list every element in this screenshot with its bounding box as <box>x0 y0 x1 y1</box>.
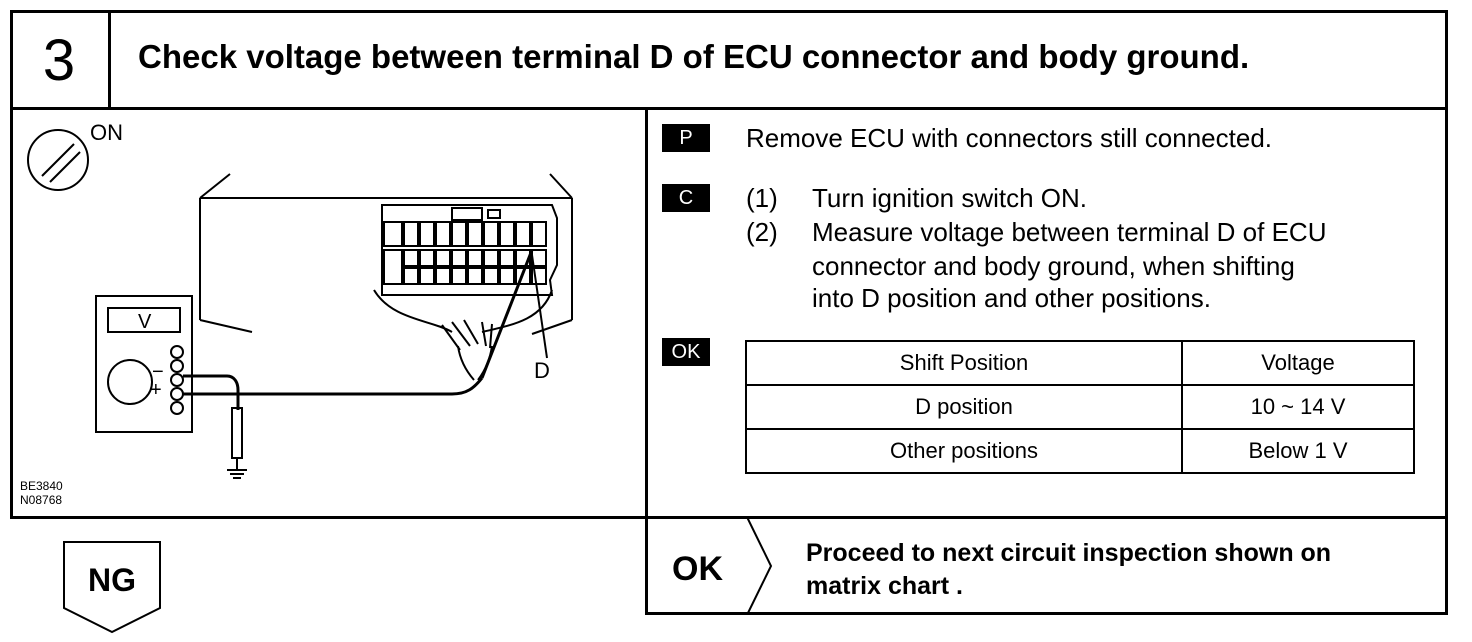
table-row: D position 10 ~ 14 V <box>745 384 1415 430</box>
terminal-d-label: D <box>534 358 550 383</box>
ecu-connector <box>373 204 558 333</box>
step-text: into D position and other positions. <box>812 283 1211 313</box>
figure-code: BE3840 <box>20 479 63 493</box>
ok-outcome-box <box>645 517 1448 615</box>
ng-arrow-shape <box>63 541 161 634</box>
test-probe <box>480 249 548 379</box>
header-divider <box>108 10 111 110</box>
step-num: (2) <box>746 217 778 247</box>
table-cell: D position <box>745 384 1183 430</box>
table-cell: 10 ~ 14 V <box>1181 384 1415 430</box>
prep-badge: P <box>662 124 710 152</box>
ok-text-line: matrix chart . <box>806 572 964 600</box>
ok-instruction: Proceed to next circuit inspection shown… <box>806 537 1331 603</box>
step-number: 3 <box>42 27 76 93</box>
table-cell: Other positions <box>745 428 1183 474</box>
meter-plus-label: + <box>150 379 162 401</box>
table-header: Shift Position <box>745 340 1183 386</box>
prep-text: Remove ECU with connectors still connect… <box>746 123 1273 153</box>
test-leads <box>183 374 484 410</box>
wire-harness <box>441 319 493 381</box>
switch-on-label: ON <box>90 120 123 145</box>
ok-badge: OK <box>662 338 710 366</box>
table-header-row: Shift Position Voltage <box>745 340 1415 386</box>
meter-minus-label: − <box>152 361 164 383</box>
check-badge: C <box>662 184 710 212</box>
ecu-voltage-check-illustration: ON V − + D <box>27 120 573 479</box>
ok-label: OK <box>672 550 723 588</box>
voltmeter-icon <box>95 295 193 433</box>
step-text: connector and body ground, when shifting <box>812 251 1295 281</box>
step-num: (1) <box>746 183 778 213</box>
step-header <box>10 10 1448 110</box>
ignition-switch-icon <box>27 129 89 191</box>
spec-table: Shift Position Voltage D position 10 ~ 1… <box>745 340 1415 474</box>
table-cell: Below 1 V <box>1181 428 1415 474</box>
ok-text-line: Proceed to next circuit inspection shown… <box>806 539 1332 567</box>
meter-v-label: V <box>138 311 152 333</box>
content-box <box>10 108 1448 519</box>
table-row: Other positions Below 1 V <box>745 428 1415 474</box>
column-divider <box>645 108 648 519</box>
ng-label: NG <box>88 562 136 598</box>
ecu-outline <box>199 173 573 335</box>
step-title: Check voltage between terminal D of ECU … <box>138 38 1250 75</box>
table-header: Voltage <box>1181 340 1415 386</box>
ok-chevron-divider <box>746 517 773 615</box>
figure-code: N08768 <box>20 493 63 507</box>
step-text: Measure voltage between terminal D of EC… <box>812 217 1327 247</box>
step-text: Turn ignition switch ON. <box>812 183 1088 213</box>
ground-probe-icon <box>227 407 247 479</box>
